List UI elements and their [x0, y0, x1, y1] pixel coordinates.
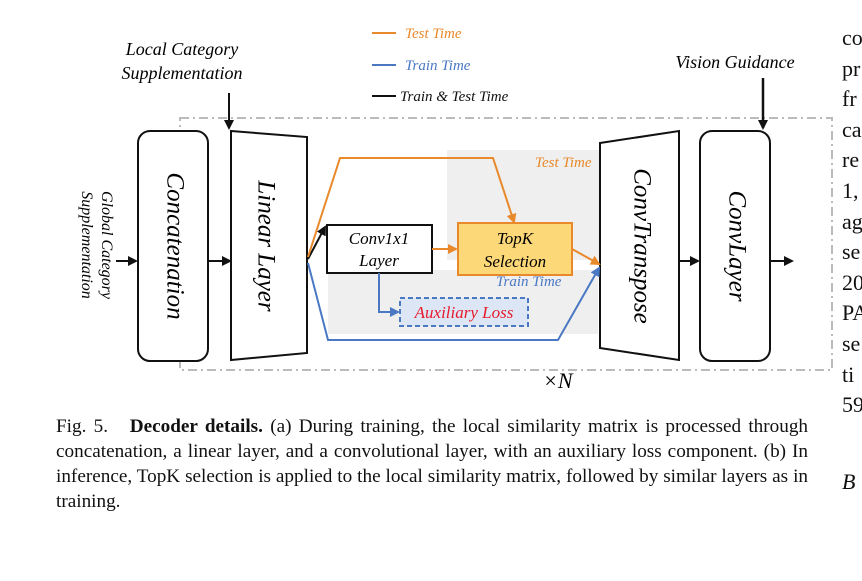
side-line: PA: [842, 300, 862, 326]
conv1x1-label: Conv1x1: [349, 229, 409, 248]
topk-label: TopK: [497, 229, 535, 248]
side-line: se: [842, 239, 861, 265]
side-line: co: [842, 25, 862, 50]
local-category-label-2: Supplementation: [122, 63, 243, 83]
test-time-path-label: Test Time: [535, 155, 592, 171]
topk-to-convtranspose-arrow: [571, 248, 601, 265]
svg-text:Global Category: Global Category: [98, 191, 115, 300]
side-line: ti: [842, 361, 855, 387]
conv-layer-block: [699, 130, 771, 362]
side-line: ag: [842, 208, 862, 234]
vision-guidance-label: Vision Guidance: [675, 52, 794, 72]
conv1x1-to-aux-loss-arrow: [378, 273, 400, 317]
legend-train-test-time: Train & Test Time: [400, 89, 509, 105]
caption-title: Decoder details.: [129, 416, 263, 437]
side-line: fr: [842, 86, 857, 112]
side-line: 59: [842, 392, 862, 418]
linear-layer-label: Linear Layer: [252, 179, 279, 312]
auxiliary-loss-label: Auxiliary Loss: [414, 303, 514, 322]
auxiliary-loss-block: [399, 297, 529, 327]
svg-text:Supplementation: Supplementation: [78, 191, 95, 299]
decoder-frame: [179, 117, 833, 371]
conv-transpose-label: ConvTranspose: [628, 168, 655, 324]
topk-label-2: Selection: [484, 252, 546, 271]
side-heading: B: [842, 468, 856, 494]
caption-text: (a) During training, the local similarit…: [56, 416, 809, 512]
side-line: ca: [842, 116, 862, 142]
adjacent-column-text: co pr fr ca re 1, ag se 20 PA se ti 59 B: [842, 22, 862, 496]
legend-train-time: Train Time: [405, 58, 471, 74]
side-line: re: [842, 147, 860, 173]
linear-to-conv1x1-arrow: [307, 225, 326, 260]
concatenation-block: [137, 130, 209, 362]
train-time-path-label: Train Time: [496, 274, 562, 290]
train-time-bottom-path: [307, 262, 600, 341]
side-line: pr: [842, 55, 861, 81]
side-line: 20: [842, 269, 862, 295]
figure-caption: Fig. 5. Decoder details. (a) During trai…: [56, 414, 808, 514]
conv-layer-label: ConvLayer: [723, 190, 750, 301]
side-line: 1,: [842, 177, 859, 203]
global-category-label: Global Category Supplementation: [78, 191, 115, 300]
legend-test-time: Test Time: [405, 26, 462, 42]
local-category-label: Local Category: [125, 39, 239, 59]
side-line: se: [842, 330, 861, 356]
conv-transpose-block: [599, 129, 680, 362]
test-time-top-path: [307, 157, 517, 258]
caption-label: Fig. 5.: [56, 416, 109, 437]
legend: Test Time Train Time Train & Test Time: [372, 26, 509, 105]
repeat-n-label: ×N: [543, 368, 574, 393]
linear-layer-block: [230, 129, 308, 362]
concatenation-label: Concatenation: [161, 172, 188, 319]
conv1x1-label-2: Layer: [358, 251, 399, 270]
